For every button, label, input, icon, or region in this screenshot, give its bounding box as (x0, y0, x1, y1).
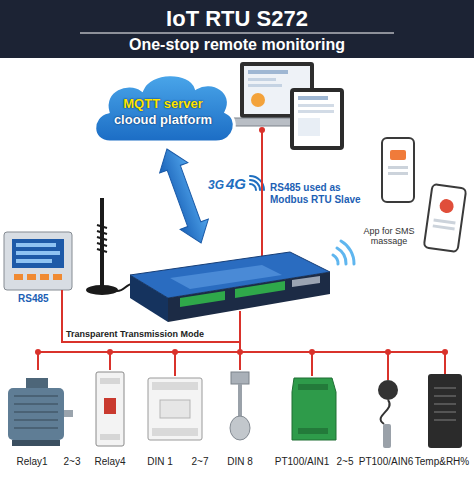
rs485-wire (261, 130, 263, 258)
annotation: Transparent Transmission Mode (66, 329, 236, 339)
rtu-device (130, 252, 330, 322)
io-label: Temp&RH% (412, 456, 472, 468)
wire-dot (259, 127, 265, 133)
pt100-module (292, 378, 336, 440)
din-module (148, 378, 202, 440)
header-band (0, 0, 474, 58)
io-label: Relay1 (2, 456, 62, 468)
wireless-waves (333, 241, 354, 264)
io-label: PT100/AIN6 (356, 456, 416, 468)
io-label: 2~3 (42, 456, 102, 468)
io-label: Relay4 (80, 456, 140, 468)
subtitle: One-stop remote monitoring (0, 36, 474, 54)
io-label: DIN 1 (130, 456, 190, 468)
double-arrow (153, 144, 215, 248)
power-meter (4, 232, 72, 290)
annotation: 3G (208, 179, 226, 193)
float-switch (230, 372, 250, 440)
phone-icon (424, 184, 467, 252)
title: IoT RTU S272 (0, 6, 474, 31)
motor (8, 378, 73, 446)
io-label: PT100/AIN1 (272, 456, 332, 468)
node-body: clooud platform (114, 112, 212, 128)
io-label: 2~7 (170, 456, 230, 468)
io-label: DIN 8 (210, 456, 270, 468)
rs485-bus (38, 290, 445, 380)
tablet-icon (290, 88, 344, 150)
annotation: App for SMS massage (358, 226, 420, 247)
annotation: RS485 used as Modbus RTU Slave (270, 182, 362, 205)
node-heading: MQTT server (123, 96, 202, 112)
bus-dots (35, 349, 448, 355)
phone-icon (382, 138, 414, 202)
antenna (86, 198, 132, 295)
pt100-probe (378, 380, 398, 448)
temp-humidity-sensor (428, 374, 462, 448)
circuit-breaker (96, 372, 124, 446)
cloud-text: MQTT serverclooud platform (88, 68, 238, 152)
annotation: RS485 (18, 293, 60, 305)
annotation: 4G (226, 175, 250, 192)
cloud-node: MQTT serverclooud platform (88, 68, 238, 152)
header-rule (80, 33, 394, 34)
